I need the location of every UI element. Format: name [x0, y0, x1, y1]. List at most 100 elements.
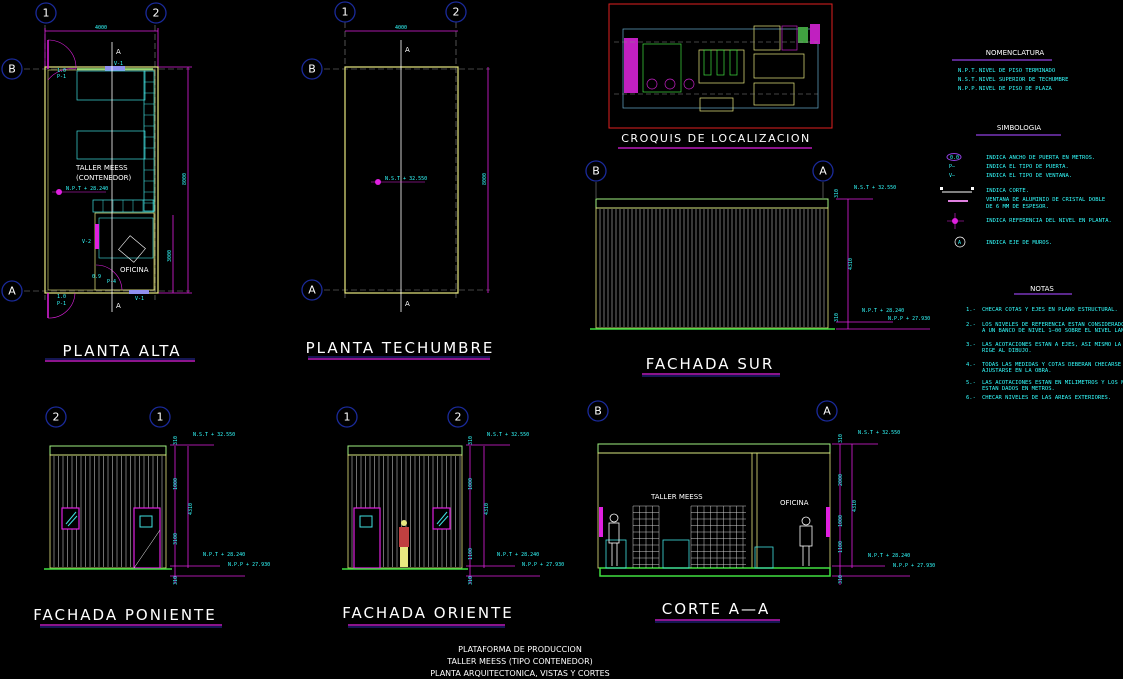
- svg-text:P-1: P-1: [57, 301, 66, 307]
- svg-text:1000: 1000: [838, 515, 844, 527]
- person-figure: [799, 516, 813, 566]
- svg-text:2: 2: [453, 6, 460, 19]
- svg-text:B: B: [8, 63, 16, 76]
- svg-text:4310: 4310: [484, 503, 490, 515]
- svg-text:NIVEL DE PISO TERMINADO: NIVEL DE PISO TERMINADO: [979, 68, 1055, 74]
- note-3-l2: RIGE AL DIBUJO.: [982, 348, 1032, 354]
- axis-bubble-2: [447, 406, 469, 428]
- svg-text:N.P.P.: N.P.P.: [958, 86, 978, 92]
- axis-bubble-1: [336, 406, 358, 428]
- planta-techumbre: 1 2 B A 4000 8000 A A N.S.T + 32.550 PLA…: [301, 1, 492, 360]
- svg-text:N.P.T + 28.240: N.P.T + 28.240: [203, 552, 245, 558]
- svg-text:A: A: [958, 240, 961, 246]
- svg-text:1000: 1000: [173, 478, 179, 490]
- corte-title: CORTE A—A: [662, 600, 771, 618]
- svg-text:SIMBOLOGIA: SIMBOLOGIA: [997, 124, 1041, 132]
- axis-bubble-1: [149, 406, 171, 428]
- croquis-frame: [608, 3, 833, 129]
- svg-text:N.S.T + 32.550: N.S.T + 32.550: [854, 185, 896, 191]
- svg-text:N.P.P + 27.930: N.P.P + 27.930: [893, 563, 935, 569]
- axis-bubble-a: [301, 279, 323, 301]
- svg-text:3100: 3100: [173, 533, 179, 545]
- svg-text:A: A: [819, 165, 827, 178]
- axis-bubble-a: [1, 280, 23, 302]
- svg-text:INDICA EL TIPO DE PUERTA.: INDICA EL TIPO DE PUERTA.: [986, 164, 1069, 170]
- svg-text:N.S.T + 32.550: N.S.T + 32.550: [487, 432, 529, 438]
- svg-text:2: 2: [53, 411, 60, 424]
- svg-text:310: 310: [468, 576, 474, 585]
- svg-text:DE 6 MM DE ESPESOR.: DE 6 MM DE ESPESOR.: [986, 204, 1049, 210]
- svg-text:P—: P—: [949, 164, 956, 170]
- svg-text:NOTAS: NOTAS: [1030, 285, 1054, 293]
- note-6-n: 6.-: [966, 395, 976, 401]
- note-5-n: 5.-: [966, 380, 976, 386]
- room-label-contenedor: (CONTENEDOR): [76, 174, 131, 182]
- planta-alta: 1 2 B A 4000 8000 3000: [1, 2, 195, 362]
- svg-text:N.P.P + 27.930: N.P.P + 27.930: [522, 562, 564, 568]
- svg-text:N.P.T + 28.240: N.P.T + 28.240: [862, 308, 904, 314]
- svg-text:1: 1: [43, 7, 50, 20]
- svg-text:1000: 1000: [468, 478, 474, 490]
- svg-text:N.S.T + 32.550: N.S.T + 32.550: [193, 432, 235, 438]
- axis-bubble-2: [445, 1, 467, 23]
- nomenclatura: NOMENCLATURA N.P.T.NIVEL DE PISO TERMINA…: [952, 49, 1068, 92]
- simbologia: SIMBOLOGIA 0.0 INDICA ANCHO DE PUERTA EN…: [940, 124, 1112, 248]
- svg-text:310: 310: [834, 313, 840, 322]
- svg-text:V-2: V-2: [82, 239, 91, 245]
- svg-text:N.S.T.: N.S.T.: [958, 77, 978, 83]
- svg-text:8000: 8000: [182, 173, 188, 185]
- svg-text:1: 1: [344, 411, 351, 424]
- svg-text:B: B: [594, 405, 602, 418]
- svg-text:0.0: 0.0: [950, 155, 959, 161]
- fachada-oriente-title: FACHADA ORIENTE: [342, 604, 514, 622]
- room-label-taller: TALLER MEESS: [75, 164, 128, 172]
- svg-text:A: A: [116, 48, 121, 56]
- svg-text:4000: 4000: [95, 25, 107, 31]
- svg-text:A: A: [8, 285, 16, 298]
- svg-text:4310: 4310: [852, 500, 858, 512]
- title-block: PLATAFORMA DE PRODUCCION TALLER MEESS (T…: [430, 645, 610, 678]
- fachada-poniente: 2 1 N.S.T + 32.550 N.P.T + 28.240 N.P.P …: [33, 406, 270, 628]
- note-1-n: 1.-: [966, 307, 976, 313]
- svg-text:A: A: [116, 302, 121, 310]
- svg-text:V-1: V-1: [114, 61, 123, 67]
- axis-bubble-1: [35, 2, 57, 24]
- fachada-sur: B A N.S.T + 32.550 N.P.T + 28.240 N.P.P …: [585, 160, 930, 377]
- note-6-l1: CHECAR NIVELES DE LAS AREAS EXTERIORES.: [982, 395, 1111, 401]
- axis-bubble-2: [145, 2, 167, 24]
- svg-text:3000: 3000: [167, 250, 173, 262]
- note-2-n: 2.-: [966, 322, 976, 328]
- notas: NOTAS 1.-CHECAR COTAS Y EJES EN PLANO ES…: [966, 285, 1123, 401]
- svg-text:2000: 2000: [838, 474, 844, 486]
- note-4-l2: AJUSTARSE EN LA OBRA.: [982, 368, 1052, 374]
- svg-text:NIVEL DE PISO DE PLAZA: NIVEL DE PISO DE PLAZA: [979, 86, 1053, 92]
- svg-text:N.P.T.: N.P.T.: [958, 68, 978, 74]
- svg-text:B: B: [592, 165, 600, 178]
- note-2-l2: A UN BANCO DE NIVEL 1—00 SOBRE EL NIVEL …: [982, 328, 1123, 334]
- room-label-oficina: OFICINA: [120, 266, 149, 274]
- svg-text:NOMENCLATURA: NOMENCLATURA: [986, 49, 1045, 57]
- fachada-sur-title: FACHADA SUR: [646, 355, 775, 373]
- note-3-n: 3.-: [966, 342, 976, 348]
- svg-text:N.P.T + 28.240: N.P.T + 28.240: [66, 186, 108, 192]
- svg-text:310: 310: [838, 575, 844, 584]
- person-figure: [608, 513, 620, 566]
- svg-text:INDICA EJE DE MUROS.: INDICA EJE DE MUROS.: [986, 240, 1052, 246]
- svg-text:310: 310: [173, 436, 179, 445]
- svg-text:P-1: P-1: [57, 74, 66, 80]
- axis-bubble-b: [585, 160, 607, 182]
- axis-bubble-a: [816, 400, 838, 422]
- note-2-l1: LOS NIVELES DE REFERENCIA ESTAN CONSIDER…: [982, 322, 1123, 328]
- svg-text:N.P.T + 28.240: N.P.T + 28.240: [868, 553, 910, 559]
- svg-text:0.9: 0.9: [92, 274, 101, 280]
- svg-text:4000: 4000: [395, 25, 407, 31]
- fachada-poniente-title: FACHADA PONIENTE: [33, 606, 216, 624]
- svg-text:B: B: [308, 63, 316, 76]
- svg-text:N.S.T + 32.550: N.S.T + 32.550: [858, 430, 900, 436]
- svg-text:2: 2: [153, 7, 160, 20]
- svg-text:N.S.T + 32.550: N.S.T + 32.550: [385, 176, 427, 182]
- axis-bubble-2: [45, 406, 67, 428]
- axis-bubble-b: [587, 400, 609, 422]
- svg-text:N.P.P + 27.930: N.P.P + 27.930: [888, 316, 930, 322]
- svg-text:P-4: P-4: [107, 279, 116, 285]
